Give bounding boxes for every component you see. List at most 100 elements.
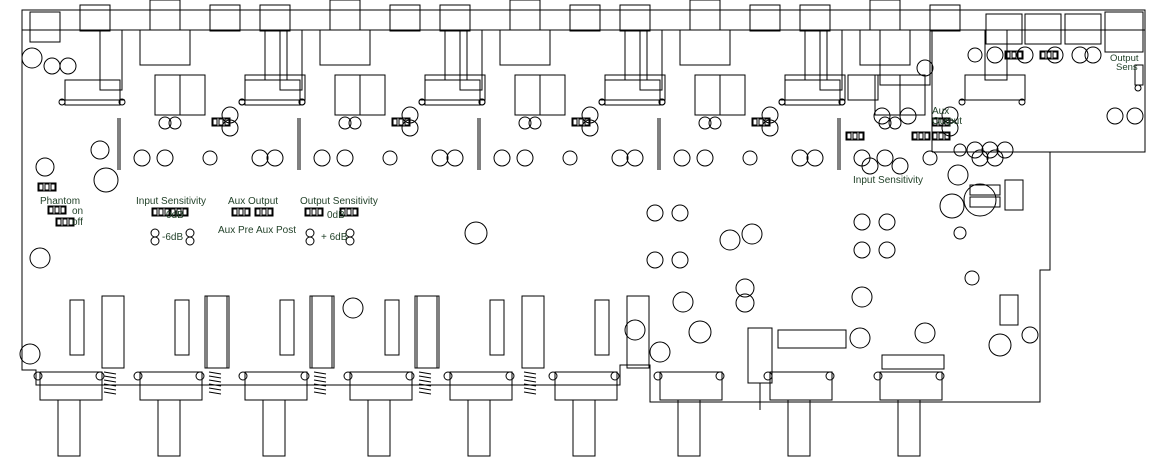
phantom-on-label: on	[72, 206, 84, 217]
jumper-pin	[340, 208, 346, 216]
pot-shaft	[444, 29, 468, 81]
spring-coil	[313, 387, 327, 391]
pot-shaft	[677, 399, 701, 457]
capacitor-box	[514, 74, 541, 116]
cap	[953, 143, 967, 157]
jumper-pin	[176, 208, 182, 216]
cap	[1106, 107, 1124, 125]
connector	[1104, 11, 1144, 53]
jack-block	[79, 4, 111, 32]
pot-shaft	[467, 399, 491, 457]
pad	[185, 228, 195, 238]
pot-mount-hole	[873, 371, 883, 381]
cap	[914, 322, 936, 344]
cap	[698, 116, 712, 130]
capacitor-box	[359, 74, 386, 116]
cap	[626, 149, 644, 167]
jumper-pin	[764, 118, 770, 126]
pot-mount-hole	[195, 371, 205, 381]
jumper	[571, 117, 591, 127]
cap	[1046, 46, 1064, 64]
cap	[986, 46, 1004, 64]
aux-output-title: Aux Output	[228, 196, 279, 207]
output-0db-label: 0dB	[327, 210, 345, 221]
cap	[518, 116, 532, 130]
cap	[43, 57, 61, 75]
jack-block	[799, 4, 831, 32]
phantom-jumper-off	[55, 217, 75, 227]
spring-coil	[208, 383, 222, 387]
cap	[21, 47, 43, 69]
cap	[876, 149, 894, 167]
pot-mount-hole	[958, 98, 966, 106]
cap	[431, 149, 449, 167]
ic-chip	[384, 299, 400, 356]
cap	[967, 47, 983, 63]
jumper-pin	[846, 132, 852, 140]
cap	[966, 141, 984, 159]
cap	[806, 149, 824, 167]
jumper	[931, 117, 951, 127]
spring-coil	[523, 375, 537, 379]
ic-chip	[174, 299, 190, 356]
jumper-pin	[56, 218, 62, 226]
spring-coil	[103, 391, 117, 395]
cap	[899, 107, 917, 125]
pot-shaft	[819, 29, 843, 91]
jumper-pin	[38, 183, 44, 191]
cap	[266, 149, 284, 167]
output-sens-label-2: Sens	[1116, 62, 1138, 73]
jumper-pin	[232, 208, 238, 216]
aux-post-label: Aux Post	[256, 225, 297, 236]
jumper-pin	[317, 208, 323, 216]
ic-chip	[777, 329, 847, 349]
jack-block	[929, 4, 961, 32]
capacitor-box	[179, 74, 206, 116]
sensitivity-jumper	[911, 131, 931, 141]
regulator	[747, 327, 773, 384]
pad	[305, 236, 315, 246]
pot-mount-hole	[838, 98, 846, 106]
jumper-pin	[68, 218, 74, 226]
jumper-pin	[261, 208, 267, 216]
pot-mount-hole	[58, 98, 66, 106]
pot-mount-hole	[118, 98, 126, 106]
pot-body	[604, 74, 666, 101]
jumper-pin	[1052, 51, 1058, 59]
jack-top	[509, 0, 541, 31]
pot-mount-hole	[133, 371, 143, 381]
jack-body	[139, 29, 191, 66]
cap	[851, 286, 873, 308]
jumper-pin	[392, 118, 398, 126]
jumper-pin	[398, 118, 404, 126]
jumper	[1004, 50, 1024, 60]
jack-block	[749, 4, 781, 32]
pot-base	[769, 371, 833, 401]
jumper-pin	[182, 208, 188, 216]
jumper-pin	[238, 208, 244, 216]
jumper-pin	[944, 118, 950, 126]
jumper-pin	[938, 132, 944, 140]
pot-body	[424, 79, 481, 106]
pot-body	[626, 295, 650, 369]
jumper-pin	[62, 218, 68, 226]
capacitor-box	[694, 74, 721, 116]
cap	[59, 57, 77, 75]
aux-jumper-post	[254, 207, 274, 217]
board-outline	[21, 9, 1146, 403]
spring-coil	[418, 387, 432, 391]
input-0db-label: 0dB	[166, 210, 184, 221]
jack-block	[569, 4, 601, 32]
aux-label: Aux	[932, 106, 950, 117]
cap	[382, 150, 398, 166]
cap	[671, 204, 689, 222]
cap	[1071, 46, 1089, 64]
pot-shaft	[99, 29, 123, 91]
pot-mount-hole	[298, 98, 306, 106]
pot-base	[554, 371, 618, 401]
ic-chip	[999, 294, 1019, 326]
cap	[708, 116, 722, 130]
cap	[29, 247, 51, 269]
pad	[150, 228, 160, 238]
